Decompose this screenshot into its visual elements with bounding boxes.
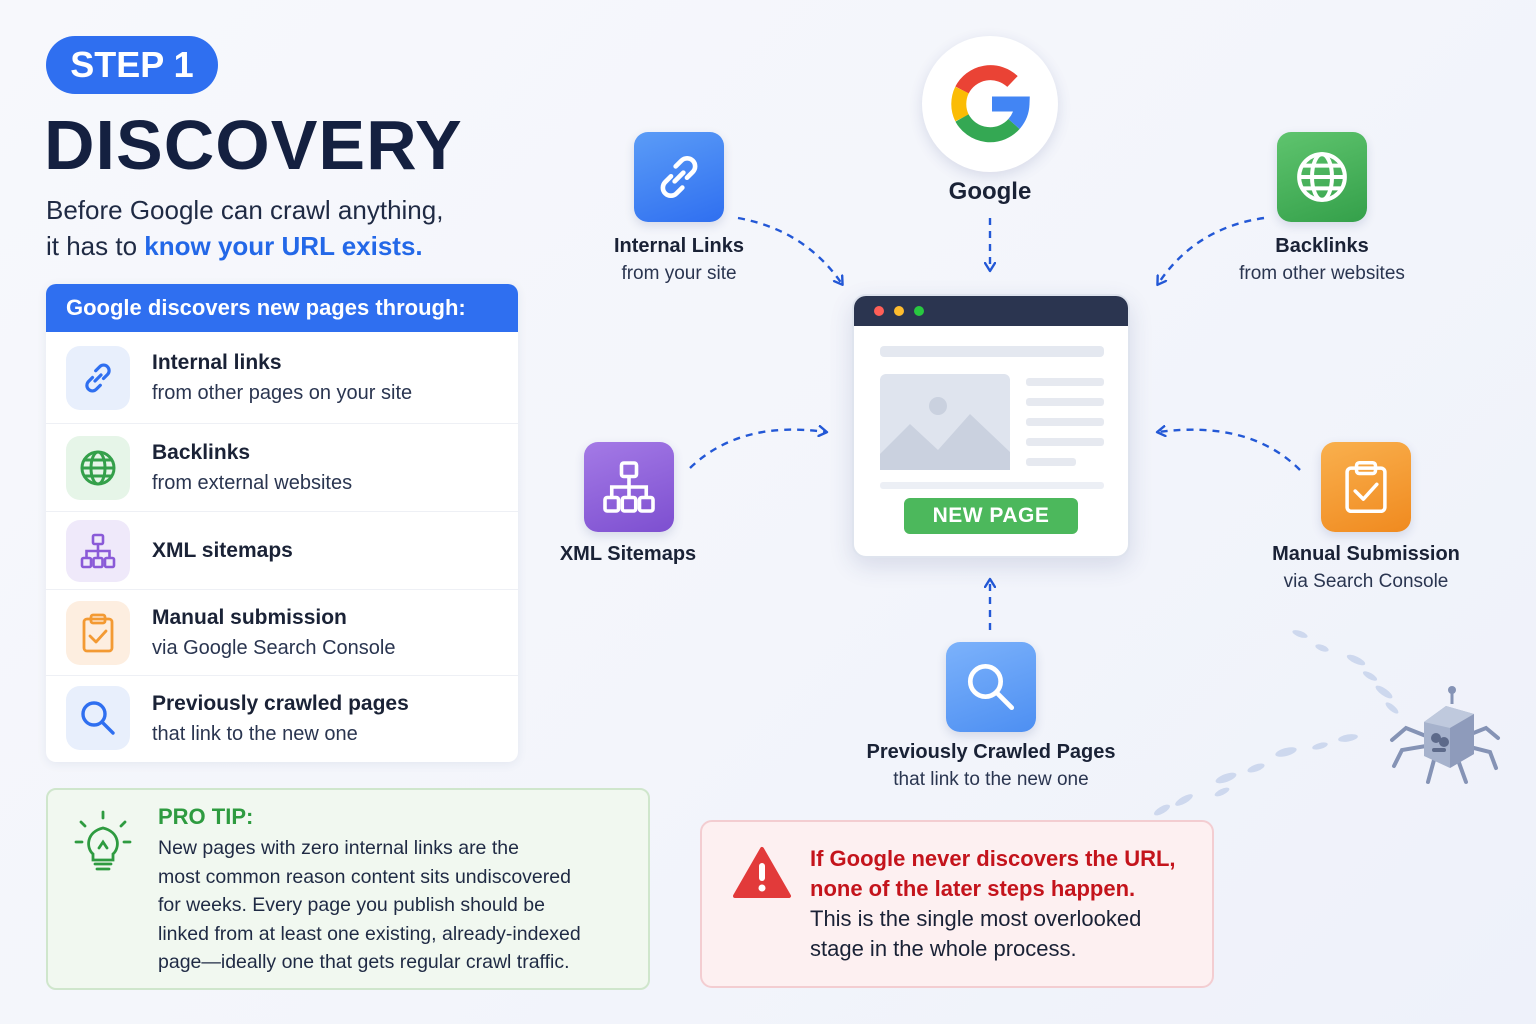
- link-icon: [66, 346, 130, 410]
- list-item: Backlinks from external websites: [46, 424, 518, 512]
- warning-body: This is the single most overlooked stage…: [810, 904, 1200, 964]
- warning-line-3: This is the single most overlooked: [810, 906, 1142, 931]
- google-label: Google: [948, 178, 1032, 205]
- node-previously-crawled: Previously Crawled Pages that link to th…: [856, 738, 1126, 794]
- link-icon: [634, 132, 724, 222]
- placeholder-line: [880, 482, 1104, 489]
- node-xml-sitemaps: XML Sitemaps: [538, 540, 718, 568]
- list-item-title: Internal links: [152, 351, 282, 374]
- node-backlinks: Backlinks from other websites: [1212, 232, 1432, 288]
- node-title: Previously Crawled Pages: [866, 741, 1116, 763]
- window-maximize-dot: [914, 306, 924, 316]
- pro-tip-line: page—ideally one that gets regular crawl…: [158, 951, 570, 973]
- lightbulb-icon: [72, 808, 134, 879]
- new-page-badge: NEW PAGE: [904, 498, 1078, 534]
- search-icon: [946, 642, 1036, 732]
- list-item-title: Manual submission: [152, 606, 347, 629]
- arrow-backlinks: [1158, 216, 1265, 284]
- discovery-methods-heading: Google discovers new pages through:: [46, 284, 518, 332]
- list-item-title: Backlinks: [152, 441, 251, 464]
- subtitle-line-2-prefix: it has to: [46, 231, 145, 261]
- list-item-title: Previously crawled pages: [152, 692, 409, 715]
- placeholder-line: [1026, 378, 1104, 386]
- clipboard-check-icon: [1321, 442, 1411, 532]
- warning-icon: [732, 846, 792, 905]
- node-subtitle: from your site: [621, 263, 737, 284]
- node-subtitle: from other websites: [1239, 263, 1405, 284]
- pro-tip-card: PRO TIP: New pages with zero internal li…: [46, 788, 650, 990]
- list-item: XML sitemaps: [46, 512, 518, 590]
- crawler-trail: [1154, 630, 1399, 816]
- pro-tip-title: PRO TIP:: [158, 804, 254, 829]
- pro-tip-line: linked from at least one existing, alrea…: [158, 922, 581, 945]
- node-title: Backlinks: [1275, 235, 1369, 257]
- warning-line-4: stage in the whole process.: [810, 936, 1077, 961]
- clipboard-check-icon: [66, 601, 130, 665]
- list-item: Manual submission via Google Search Cons…: [46, 590, 518, 676]
- list-item-subtitle: from other pages on your site: [152, 382, 413, 404]
- list-item-subtitle: that link to the new one: [152, 723, 358, 745]
- warning-red-line-2: none of the later steps happen.: [810, 876, 1136, 901]
- subtitle-line-2: it has to know your URL exists.: [46, 228, 443, 264]
- subtitle-line-1: Before Google can crawl anything,: [46, 195, 444, 225]
- warning-red-line-1: If Google never discovers the URL,: [810, 846, 1176, 871]
- node-title: Manual Submission: [1272, 543, 1460, 565]
- pro-tip-line: New pages with zero internal links are t…: [158, 837, 519, 859]
- placeholder-line: [880, 346, 1104, 357]
- node-subtitle: via Search Console: [1283, 571, 1449, 592]
- window-minimize-dot: [894, 306, 904, 316]
- discovery-methods-card: Google discovers new pages through: Inte…: [46, 284, 518, 762]
- google-g-icon: [951, 65, 1030, 143]
- placeholder-line: [1026, 398, 1104, 406]
- new-page-browser-window: [852, 294, 1130, 558]
- sitemap-icon: [584, 442, 674, 532]
- pro-tip-line: for weeks. Every page you publish should…: [158, 894, 545, 916]
- image-placeholder-icon: [880, 374, 1010, 470]
- arrow-internal-links: [737, 216, 842, 284]
- placeholder-line: [1026, 418, 1104, 426]
- node-internal-links: Internal Links from your site: [579, 232, 779, 288]
- page-title: DISCOVERY: [44, 106, 463, 184]
- arrow-sitemaps: [689, 430, 826, 469]
- placeholder-line: [1026, 458, 1076, 466]
- placeholder-line: [1026, 438, 1104, 446]
- list-item-subtitle: via Google Search Console: [152, 637, 396, 659]
- search-icon: [66, 686, 130, 750]
- arrow-manual-submission: [1158, 430, 1301, 471]
- node-subtitle: that link to the new one: [893, 769, 1089, 790]
- google-logo: [922, 36, 1058, 172]
- window-close-dot: [874, 306, 884, 316]
- node-manual-submission: Manual Submission via Search Console: [1256, 540, 1476, 596]
- warning-emphasis: If Google never discovers the URL, none …: [810, 844, 1200, 904]
- page-subtitle: Before Google can crawl anything, it has…: [46, 192, 443, 264]
- node-title: XML Sitemaps: [559, 543, 697, 565]
- step-badge: STEP 1: [46, 36, 218, 94]
- list-item-title: XML sitemaps: [152, 539, 293, 562]
- globe-icon: [66, 436, 130, 500]
- warning-callout: If Google never discovers the URL, none …: [700, 820, 1214, 988]
- browser-title-bar: [854, 296, 1128, 326]
- crawler-robot-icon: [1386, 684, 1506, 793]
- pro-tip-text: New pages with zero internal links are t…: [158, 834, 628, 977]
- node-title: Internal Links: [613, 235, 745, 257]
- sitemap-icon: [66, 520, 130, 582]
- globe-icon: [1277, 132, 1367, 222]
- list-item: Previously crawled pages that link to th…: [46, 676, 518, 762]
- pro-tip-line: most common reason content sits undiscov…: [158, 865, 571, 888]
- subtitle-highlight: know your URL exists.: [144, 231, 423, 261]
- list-item-subtitle: from external websites: [152, 472, 353, 494]
- list-item: Internal links from other pages on your …: [46, 332, 518, 424]
